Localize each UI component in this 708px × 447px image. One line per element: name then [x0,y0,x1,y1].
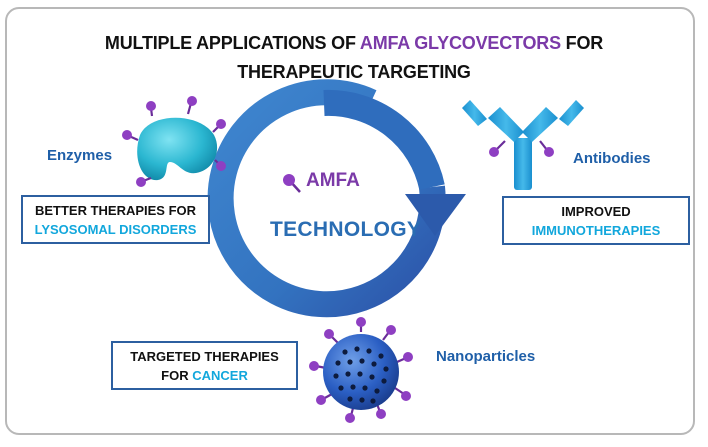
lysosomal-therapies-box: BETTER THERAPIES FOR LYSOSOMAL DISORDERS [21,195,210,244]
lysosomal-box-line-1: BETTER THERAPIES FOR [34,203,197,218]
nanoparticles-label: Nanoparticles [436,348,536,365]
antibody-glycan-icon [489,140,554,157]
enzyme-icon [122,96,226,187]
immunotherapies-box: IMPROVED IMMUNOTHERAPIES [502,196,690,245]
arrow-head-icon [405,194,466,236]
title-line-1: MULTIPLE APPLICATIONS OF AMFA GLYCOVECTO… [0,33,708,54]
antibodies-label: Antibodies [573,150,651,167]
cancer-box-line-2: FOR CANCER [113,366,296,385]
circular-arrow [207,79,466,318]
cancer-box-prefix: FOR [161,368,193,383]
center-technology-label: TECHNOLOGY [270,218,422,241]
immuno-box-line-1: IMPROVED [561,204,631,219]
title-text-end: FOR [560,33,604,53]
title-highlight: AMFA GLYCOVECTORS [359,33,561,53]
enzymes-label: Enzymes [47,147,113,164]
cancer-therapies-box: TARGETED THERAPIES FOR CANCER [111,341,298,390]
cancer-highlight: CANCER [192,368,248,383]
lysosomal-box-line-2: LYSOSOMAL DISORDERS [34,222,197,237]
cancer-box-line-1: TARGETED THERAPIES [130,349,279,364]
center-amfa-label: AMFA [306,170,360,191]
amfa-pin-icon [283,174,301,193]
nanoparticle-icon [309,317,413,423]
immuno-box-line-2: IMMUNOTHERAPIES [531,223,661,238]
title-text: MULTIPLE APPLICATIONS OF [104,33,360,53]
antibody-icon [462,100,584,190]
title-line-2: THERAPEUTIC TARGETING [237,62,471,82]
